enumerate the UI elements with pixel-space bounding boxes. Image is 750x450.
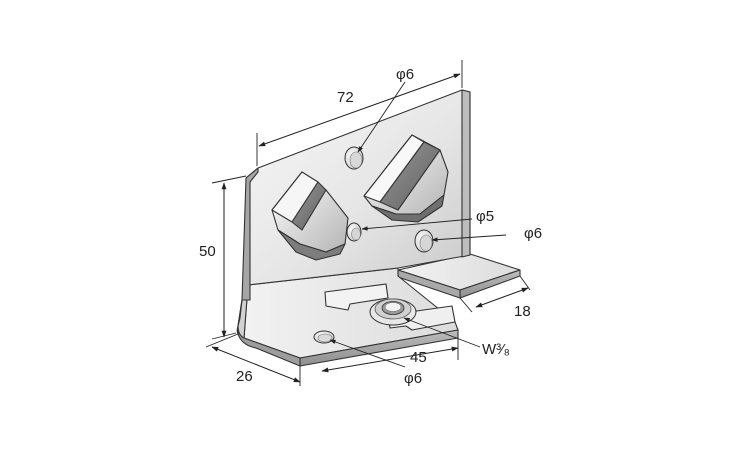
callout-middle-hole-label: φ5 bbox=[476, 208, 494, 225]
right-block bbox=[363, 134, 449, 223]
callout-upper-hole: φ6 bbox=[357, 66, 414, 153]
hole-middle bbox=[346, 222, 362, 242]
callout-thread-label: W³⁄₈ bbox=[482, 341, 510, 358]
callout-base-hole-label: φ6 bbox=[404, 370, 422, 387]
dimension-72-label: 72 bbox=[337, 89, 354, 106]
dimension-45-label: 45 bbox=[410, 349, 427, 366]
callout-thread: W³⁄₈ bbox=[403, 317, 510, 358]
callout-side-hole-label: φ6 bbox=[524, 225, 542, 242]
dimension-50: 50 bbox=[199, 175, 247, 340]
callout-side-hole: φ6 bbox=[431, 225, 542, 242]
left-block bbox=[271, 171, 349, 261]
dimension-50-label: 50 bbox=[199, 243, 216, 260]
hole-side bbox=[414, 229, 434, 253]
dimension-72: 72 bbox=[256, 60, 463, 166]
dimension-18: 18 bbox=[459, 275, 531, 320]
dimension-26: 26 bbox=[205, 333, 301, 386]
callout-base-hole: φ6 bbox=[329, 339, 422, 387]
hole-upper bbox=[344, 146, 364, 170]
hole-base bbox=[313, 330, 335, 344]
callout-upper-hole-label: φ6 bbox=[396, 66, 414, 83]
threaded-boss bbox=[369, 298, 417, 326]
dimension-18-label: 18 bbox=[514, 303, 531, 320]
callout-middle-hole: φ5 bbox=[361, 208, 494, 231]
dimension-26-label: 26 bbox=[236, 368, 253, 385]
dimension-45: 45 bbox=[321, 338, 459, 373]
